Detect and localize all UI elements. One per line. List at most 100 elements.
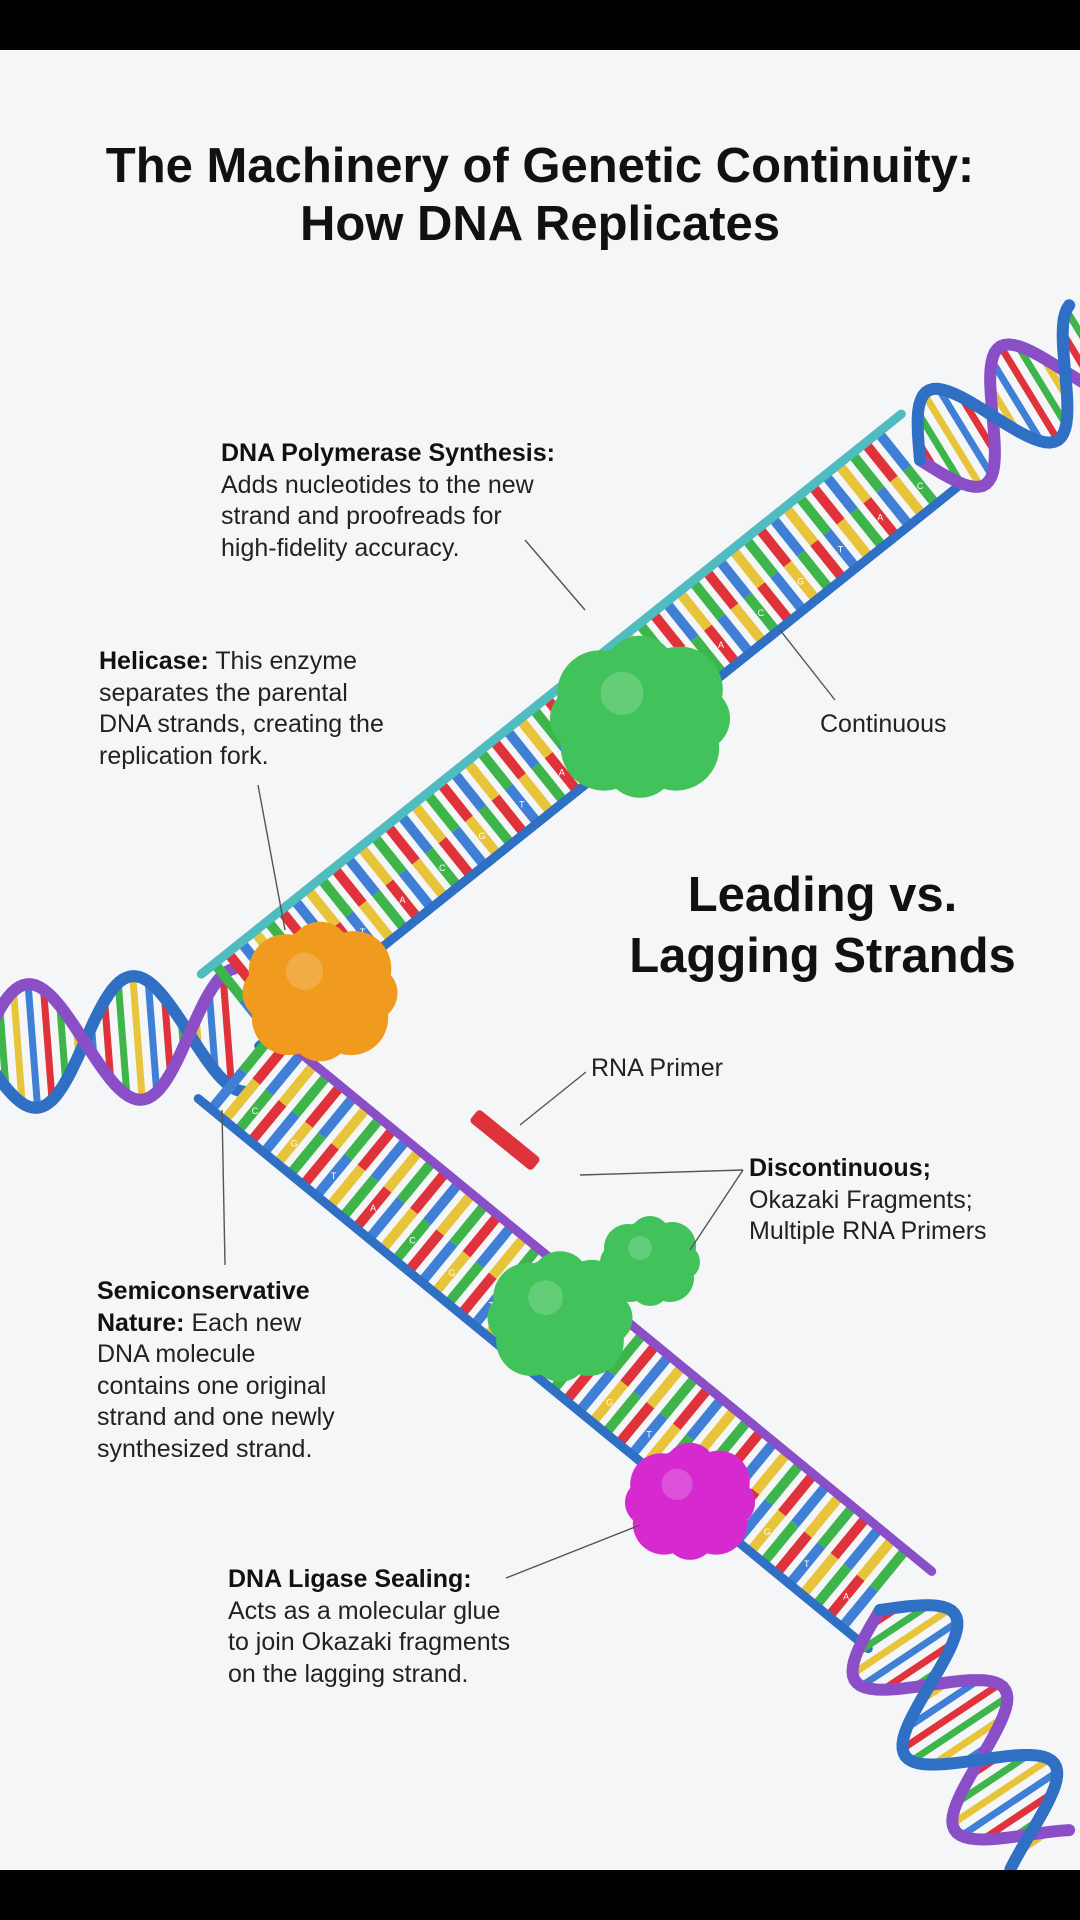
- continuous-label: Continuous: [820, 710, 947, 738]
- base-rung: [56, 1005, 70, 1082]
- base-rung: [915, 410, 965, 486]
- enzyme-lobe: [341, 965, 398, 1021]
- enzyme-lobe: [289, 999, 351, 1062]
- base-rung: [850, 507, 885, 547]
- ligase-enzyme: [625, 1442, 755, 1560]
- base-rung: [161, 997, 174, 1074]
- base-rung: [219, 974, 236, 1088]
- semiconservative-body-line-3: strand and one newly: [97, 1403, 335, 1431]
- base-letter: G: [448, 1268, 455, 1278]
- base-rung: [398, 868, 433, 908]
- leader-lines: [221, 539, 836, 1579]
- base-letter: A: [399, 895, 405, 905]
- base-rung: [315, 1153, 353, 1196]
- base-rung: [491, 740, 526, 780]
- base-rung: [302, 1143, 339, 1186]
- base-letter: G: [606, 1397, 613, 1407]
- base-letter: A: [370, 1203, 376, 1213]
- base-rung: [358, 900, 393, 940]
- helicase-leader: [257, 784, 286, 931]
- base-rung: [504, 783, 539, 823]
- base-rung: [617, 1401, 655, 1444]
- enzyme-lobe: [242, 965, 299, 1021]
- page-title-line-1: The Machinery of Genetic Continuity:: [105, 139, 975, 193]
- base-rung: [40, 989, 56, 1101]
- base-rung: [900, 1681, 1002, 1752]
- base-rung: [345, 857, 380, 897]
- base-letter: C: [758, 608, 765, 618]
- base-rung: [699, 1409, 737, 1452]
- enzymes-layer: [242, 635, 755, 1560]
- base-rung: [425, 847, 460, 887]
- base-rung: [223, 1078, 261, 1121]
- enzyme-lobe: [604, 725, 676, 798]
- base-rung: [449, 1204, 487, 1247]
- base-letter: G: [291, 1138, 298, 1148]
- base-rung: [830, 1517, 868, 1560]
- base-rung: [396, 1161, 434, 1204]
- enzyme-lobe: [664, 1442, 716, 1495]
- base-rung: [775, 1531, 813, 1574]
- base-rung: [101, 1000, 115, 1080]
- helicase-body-line-2: DNA strands, creating the: [99, 710, 384, 738]
- base-letter: A: [559, 768, 565, 778]
- base-rung: [659, 1377, 697, 1420]
- parental-double-helix: [0, 962, 250, 1114]
- base-letter: G: [797, 576, 804, 586]
- base-rung: [744, 538, 779, 578]
- continuous-leader: [779, 629, 836, 701]
- enzyme-lobe: [550, 686, 615, 751]
- base-rung: [904, 1677, 981, 1731]
- base-rung: [475, 1226, 513, 1269]
- ligase-body-line-3: on the lagging strand.: [228, 1659, 469, 1688]
- base-rung: [810, 485, 845, 525]
- discontinuous-annotation: Discontinuous; Okazaki Fragments; Multip…: [749, 1153, 1049, 1248]
- base-rung: [704, 570, 739, 610]
- base-rung: [690, 635, 725, 675]
- base-rung: [205, 992, 219, 1072]
- base-rung: [931, 1715, 1005, 1768]
- polymerase-heading: DNA Polymerase Synthesis:: [221, 439, 555, 467]
- enzyme-highlight: [528, 1280, 563, 1315]
- base-rung: [651, 613, 686, 653]
- base-rung: [770, 517, 805, 557]
- ligase-body-line-2: to join Okazaki fragments: [228, 1628, 511, 1656]
- base-rung: [876, 432, 911, 472]
- base-rung: [778, 1474, 815, 1517]
- bottom-letterbox-bar: [0, 1870, 1080, 1920]
- base-letter: T: [804, 1559, 810, 1569]
- base-rung: [859, 1619, 960, 1690]
- base-rung: [863, 443, 898, 483]
- base-rung: [810, 539, 845, 579]
- polymerase-body-line-2: strand and proofreads for: [221, 502, 502, 530]
- base-rung: [751, 1452, 789, 1495]
- base-rung: [249, 1099, 287, 1142]
- backbone-strand: [911, 299, 1076, 466]
- base-rung: [544, 752, 579, 792]
- base-rung: [691, 581, 726, 621]
- enzyme-lobe: [487, 1291, 540, 1344]
- base-rung: [686, 1398, 723, 1441]
- base-rung: [823, 474, 858, 514]
- base-rung: [478, 805, 513, 845]
- base-rung: [291, 1075, 329, 1118]
- base-rung: [954, 1752, 1031, 1806]
- base-rung: [407, 1229, 445, 1272]
- ligase-heading: DNA Ligase Sealing:: [228, 1565, 472, 1593]
- polymerase-leader: [524, 539, 586, 611]
- discontinuous-leader-2: [689, 1169, 744, 1251]
- base-rung: [791, 1485, 829, 1527]
- base-rung: [783, 506, 818, 546]
- base-rung: [210, 1067, 248, 1110]
- base-rung: [288, 1132, 326, 1175]
- helicase-body-line-1: separates the parental: [99, 678, 348, 707]
- base-rung: [370, 1139, 408, 1182]
- base-rung: [876, 486, 911, 526]
- base-rung: [394, 1218, 431, 1261]
- ligase-body-line-1: Acts as a molecular glue: [228, 1596, 501, 1625]
- base-rung: [814, 1563, 852, 1606]
- base-rung: [854, 1602, 931, 1656]
- enzyme-highlight: [600, 671, 644, 716]
- base-rung: [411, 858, 446, 898]
